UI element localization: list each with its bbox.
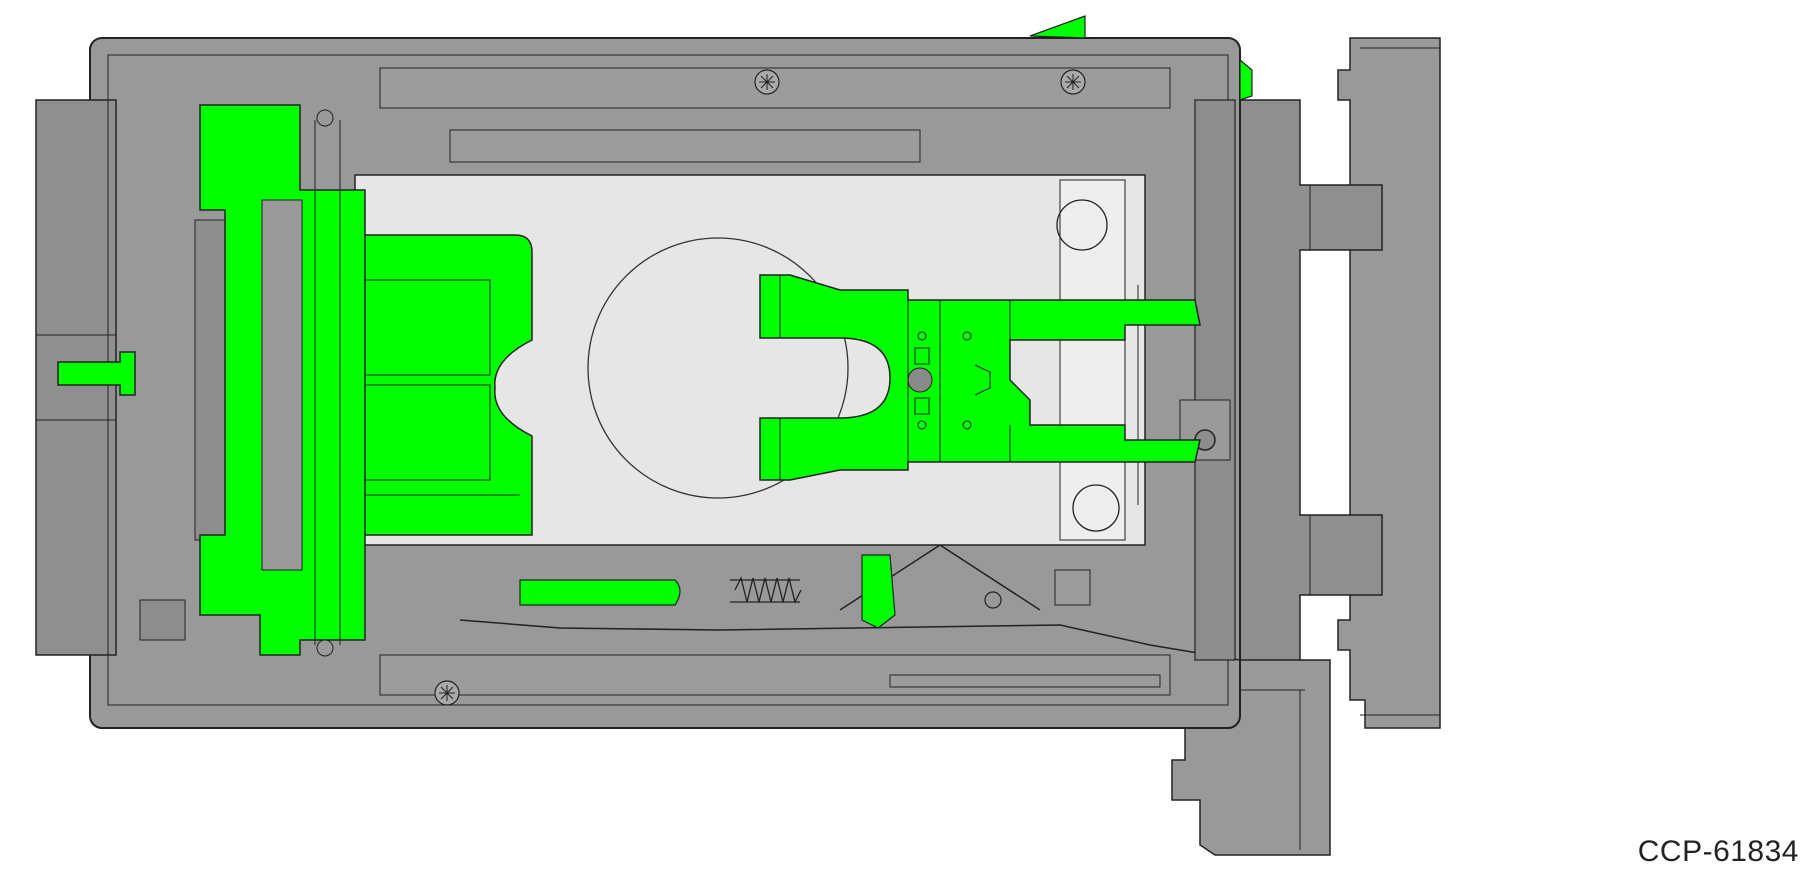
carriage-details <box>261 109 341 657</box>
screw-top-right <box>1060 69 1086 95</box>
right-tab <box>1239 58 1253 101</box>
right-module <box>1219 37 1441 729</box>
figure-id-label: CCP-61834 <box>1637 835 1799 868</box>
left-knob <box>57 351 136 396</box>
screw-top-left <box>754 69 780 95</box>
screw-bottom <box>434 680 460 706</box>
fork-gripper <box>759 274 1201 481</box>
fork-details <box>779 275 1011 480</box>
spring <box>730 576 802 604</box>
rear-slide <box>519 579 681 606</box>
latch-lever <box>861 554 896 629</box>
top-clip <box>1029 15 1086 39</box>
